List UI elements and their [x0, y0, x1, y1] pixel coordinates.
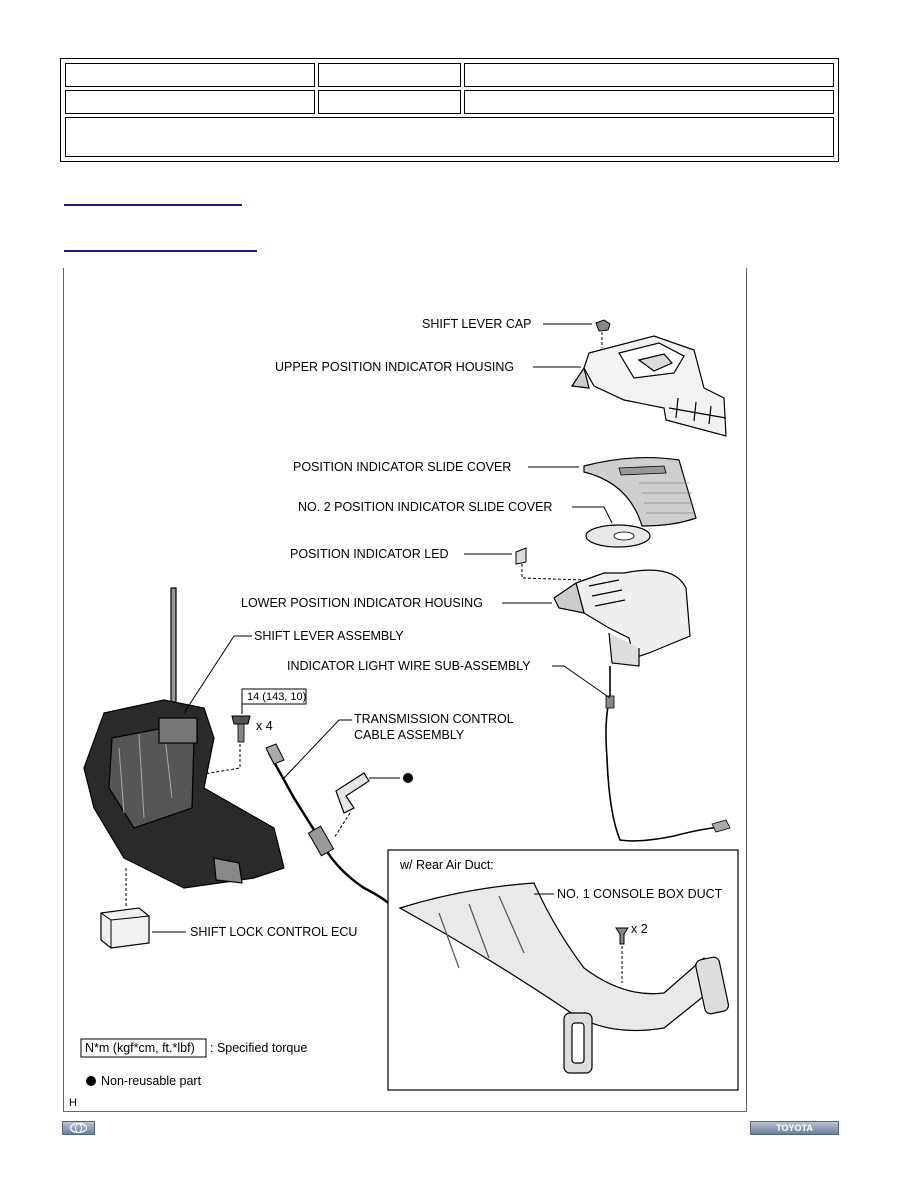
legend-nonreusable-dot — [86, 1076, 96, 1086]
duct-clip-part — [615, 927, 629, 945]
header-cell — [464, 63, 834, 87]
header-table — [60, 58, 839, 162]
header-cell — [65, 63, 315, 87]
callout-wire-sub-assembly: INDICATOR LIGHT WIRE SUB-ASSEMBLY — [287, 659, 531, 673]
legend-nonreusable-text: Non-reusable part — [101, 1074, 202, 1088]
parts-diagram: SHIFT LEVER CAP UPPER POSITION INDICATOR… — [63, 268, 747, 1112]
header-cell — [464, 90, 834, 114]
wire-sub-assembly-part — [605, 666, 731, 842]
bolt-part — [231, 715, 251, 743]
inset-title: w/ Rear Air Duct: — [399, 858, 494, 872]
indicator-led-part — [515, 547, 527, 565]
clip-part — [335, 772, 370, 814]
upper-housing-part — [570, 335, 727, 437]
figure-corner-letter: H — [69, 1097, 77, 1109]
header-cell — [318, 90, 461, 114]
nav-link[interactable] — [64, 190, 242, 206]
callout-shift-lever-cap: SHIFT LEVER CAP — [422, 317, 532, 331]
header-cell — [318, 63, 461, 87]
legend-torque-units: N*m (kgf*cm, ft.*lbf) — [85, 1041, 195, 1055]
header-cell — [65, 90, 315, 114]
shift-lever-cap-part — [595, 319, 611, 332]
toyota-logo-text: TOYOTA — [776, 1123, 813, 1133]
non-reusable-dot — [403, 773, 413, 783]
legend-torque-text: : Specified torque — [210, 1041, 307, 1055]
callout-lower-housing: LOWER POSITION INDICATOR HOUSING — [241, 596, 483, 610]
callout-cable-line1: TRANSMISSION CONTROL — [354, 712, 514, 726]
torque-spec-box — [241, 688, 307, 705]
no2-slide-cover-part — [585, 524, 651, 548]
console-box-duct-part — [398, 882, 730, 1074]
legend-torque-box — [80, 1038, 207, 1058]
torque-spec-value: 14 (143, 10) — [247, 691, 306, 703]
toyota-emblem-icon[interactable] — [62, 1121, 95, 1135]
lower-housing-part — [553, 569, 691, 667]
shift-lever-assembly-part — [83, 587, 285, 889]
callout-slide-cover: POSITION INDICATOR SLIDE COVER — [293, 460, 511, 474]
callout-shift-lever-assembly: SHIFT LEVER ASSEMBLY — [254, 629, 404, 643]
callout-console-box-duct: NO. 1 CONSOLE BOX DUCT — [557, 887, 723, 901]
shift-lock-ecu-part — [100, 907, 150, 949]
callout-no2-slide-cover: NO. 2 POSITION INDICATOR SLIDE COVER — [298, 500, 552, 514]
duct-clip-quantity: x 2 — [631, 922, 648, 936]
toyota-logo-button[interactable]: TOYOTA — [750, 1121, 839, 1135]
nav-link[interactable] — [64, 236, 257, 252]
bolt-quantity: x 4 — [256, 719, 273, 733]
callout-shift-lock-ecu: SHIFT LOCK CONTROL ECU — [190, 925, 357, 939]
header-cell — [65, 117, 834, 157]
slide-cover-part — [583, 457, 697, 527]
callout-cable-line2: CABLE ASSEMBLY — [354, 728, 465, 742]
callout-indicator-led: POSITION INDICATOR LED — [290, 547, 449, 561]
callout-upper-housing: UPPER POSITION INDICATOR HOUSING — [275, 360, 514, 374]
control-cable-part — [265, 743, 395, 909]
